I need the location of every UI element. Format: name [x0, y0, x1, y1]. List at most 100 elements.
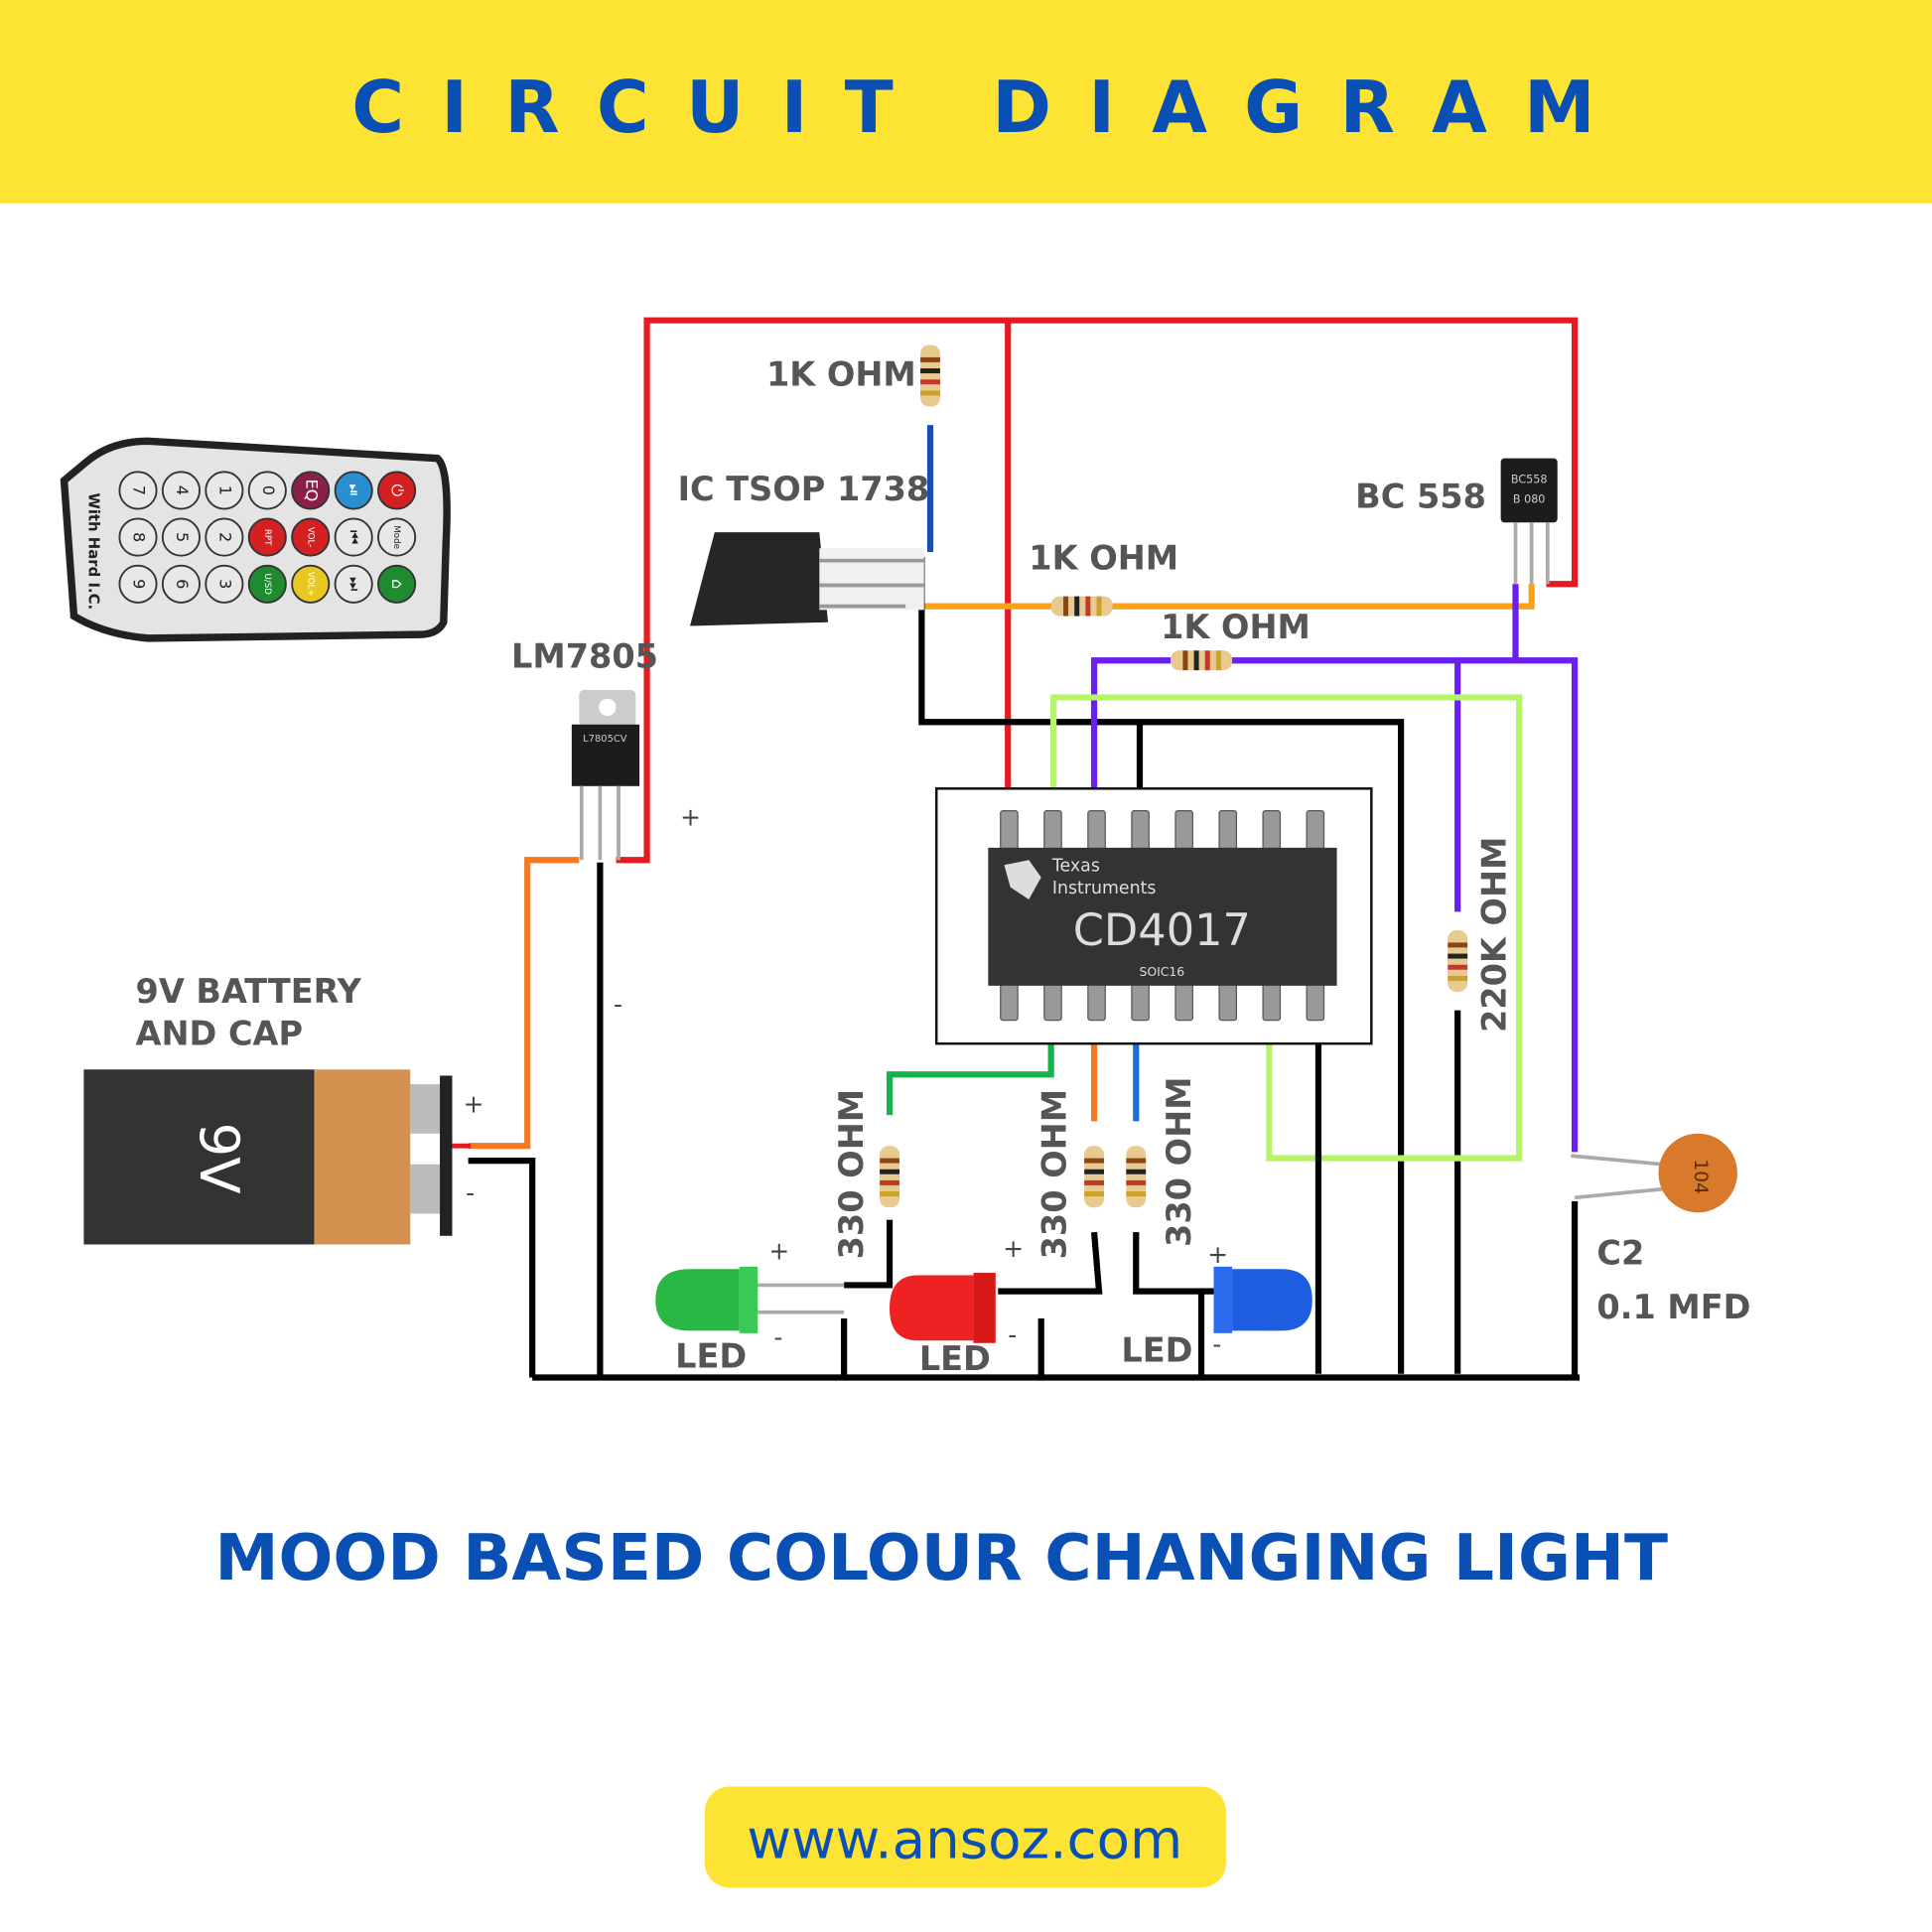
remote-button: Mode	[377, 517, 417, 557]
label-led1: LED	[675, 1337, 747, 1376]
remote-button: VOL-	[291, 517, 331, 557]
wire-black	[844, 1219, 894, 1289]
battery-text: 9V	[188, 1123, 251, 1194]
ic-pin	[1306, 982, 1325, 1022]
remote-button: ⏻	[377, 471, 417, 510]
ic-cd4017: Texas Instruments CD4017 SOIC16	[934, 787, 1373, 1045]
ic-pin	[1174, 810, 1193, 851]
polarity-plus: +	[1207, 1240, 1228, 1269]
ic-pin	[1043, 810, 1062, 851]
wire-orange-signal	[898, 584, 1535, 610]
led-blue	[1213, 1266, 1312, 1333]
resistor-330-a	[880, 1146, 899, 1208]
remote-button-label: RPT	[262, 529, 272, 546]
remote-button-label: 9	[129, 579, 148, 589]
ic-pin	[1306, 810, 1325, 851]
wire-black-ground-top	[918, 556, 1405, 1374]
battery-9v: 9V	[83, 1069, 472, 1245]
ti-logo-icon	[1004, 860, 1041, 899]
remote-button: 7	[118, 471, 158, 510]
remote-side-text: With Hard I.C.	[84, 492, 102, 610]
remote-button: 3	[205, 564, 244, 604]
remote-button-label: Mode	[391, 525, 401, 549]
ic-brand: Texas	[1051, 856, 1100, 876]
label-220k: 220K OHM	[1475, 837, 1514, 1033]
ic-pin	[1131, 810, 1150, 851]
led-red	[890, 1273, 996, 1343]
ic-pin	[1131, 982, 1150, 1022]
remote-button: 9	[118, 564, 158, 604]
remote-button-label: 7	[129, 485, 148, 495]
label-battery-1: 9V BATTERY	[136, 972, 362, 1011]
ic-pin	[1087, 982, 1106, 1022]
remote-button: ⏮	[334, 517, 373, 557]
remote-button: U/SD	[247, 564, 287, 604]
transistor-marking: BC558	[1511, 474, 1548, 486]
polarity-minus: -	[466, 1178, 475, 1207]
ic-pin	[1000, 982, 1019, 1022]
resistor-1k-top	[920, 345, 940, 407]
capacitor-code: 104	[1690, 1159, 1711, 1194]
resistor-1k-mid	[1050, 596, 1113, 617]
ic-pin	[1218, 810, 1238, 851]
label-r-mid2: 1K OHM	[1161, 608, 1311, 646]
polarity-plus: +	[680, 803, 701, 832]
ic-pin	[1174, 982, 1193, 1022]
resistor-330-b	[1084, 1146, 1104, 1208]
label-led2: LED	[919, 1339, 991, 1378]
remote-button: 1	[205, 471, 244, 510]
wire-lightgreen	[1050, 694, 1523, 1162]
ic-brand: Instruments	[1052, 879, 1157, 898]
wires	[468, 317, 1581, 1381]
remote-button: 6	[161, 564, 201, 604]
wire-black	[998, 1231, 1103, 1295]
remote-button: ⌂	[377, 564, 417, 604]
remote-button: ⏭	[334, 564, 373, 604]
led-green	[655, 1266, 845, 1333]
remote-button: VOL+	[291, 564, 331, 604]
ic-pin	[1043, 982, 1062, 1022]
remote-button-label: 4	[173, 485, 192, 495]
label-bc558: BC 558	[1355, 477, 1486, 515]
transistor-marking: B 080	[1513, 492, 1546, 505]
remote-button-label: 3	[215, 579, 234, 589]
header-bar	[0, 0, 1932, 204]
wire-purple	[1090, 657, 1579, 1153]
remote-button-label: 5	[173, 532, 192, 542]
remote-button: ⏯	[334, 471, 373, 510]
remote-button: 8	[118, 517, 158, 557]
remote-button-label: 2	[215, 532, 234, 542]
remote-button-label: 8	[129, 532, 148, 542]
regulator-lm7805: L7805CV	[571, 690, 640, 861]
label-330a: 330 OHM	[832, 1089, 871, 1259]
ic-pin	[1218, 982, 1238, 1022]
label-r-top: 1K OHM	[766, 354, 916, 393]
ir-receiver-tsop1738	[690, 532, 924, 626]
url-badge[interactable]	[704, 1786, 1226, 1888]
label-330c: 330 OHM	[1160, 1077, 1198, 1247]
remote-button-label: ⏻	[388, 484, 407, 497]
remote-button-label: ⏮	[345, 530, 364, 545]
remote-button-label: ⏯	[345, 483, 364, 496]
wire-black	[468, 1157, 536, 1378]
resistor-330-c	[1126, 1146, 1147, 1208]
remote-button-label: 1	[215, 485, 234, 495]
website-link[interactable]: www.ansoz.com	[747, 1808, 1182, 1871]
remote-button-label: ⌂	[388, 579, 407, 589]
remote-button: EQ	[291, 471, 331, 510]
transistor-bc558: BC558 B 080	[1500, 458, 1558, 585]
wire-orange-battery	[468, 857, 580, 1150]
regulator-marking: L7805CV	[583, 734, 627, 745]
polarity-minus: -	[773, 1322, 782, 1351]
wire-black	[1133, 1232, 1214, 1295]
label-lm7805: LM7805	[511, 637, 658, 676]
label-c2-value: 0.1 MFD	[1596, 1288, 1750, 1326]
polarity-minus: -	[614, 990, 622, 1019]
remote-button: RPT	[247, 517, 287, 557]
polarity-plus: +	[768, 1236, 789, 1265]
remote-button-label: ⏭	[345, 577, 364, 592]
remote-button-label: EQ	[302, 480, 321, 502]
ic-pin	[1000, 810, 1019, 851]
